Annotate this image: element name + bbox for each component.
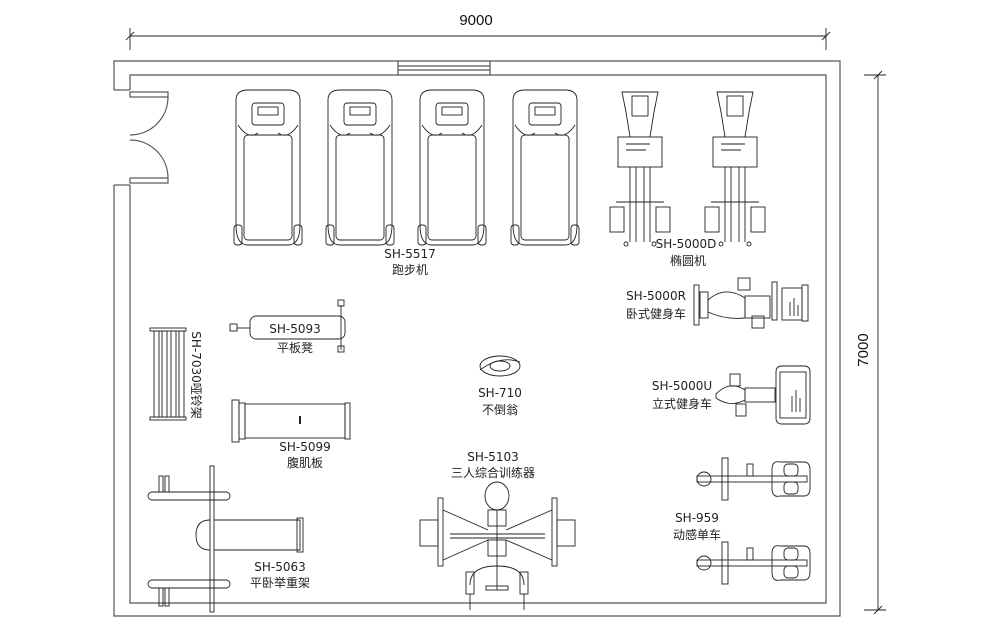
dumbbell-rack-label: SH-7030哑铃架 [189, 331, 204, 419]
spin-bike-model: SH-959 [675, 511, 719, 525]
tumbler: SH-710 不倒翁 [478, 355, 522, 417]
upright-bike-name: 立式健身车 [652, 396, 712, 411]
treadmill-model: SH-5517 [384, 247, 436, 261]
tumbler-name: 不倒翁 [482, 403, 518, 417]
bench-press-model: SH-5063 [254, 560, 306, 574]
spin-bike-name: 动感单车 [673, 527, 721, 542]
height-label: 7000 [855, 333, 872, 366]
elliptical-model: SH-5000D [656, 237, 717, 251]
multi-station-trainer: SH-5103 三人综合训练器 [419, 450, 576, 610]
spin-bike-group: SH-959 动感单车 [673, 457, 811, 585]
door [114, 89, 169, 186]
recumbent-bike: SH-5000R 卧式健身车 [626, 277, 809, 329]
ab-board-name: 腹肌板 [287, 456, 323, 470]
multi-station-model: SH-5103 [467, 450, 519, 464]
room-walls [113, 60, 841, 617]
upright-bike: SH-5000U 立式健身车 [652, 365, 811, 425]
upright-bike-model: SH-5000U [652, 379, 712, 393]
multi-station-name: 三人综合训练器 [451, 465, 535, 480]
treadmill-group: SH-5517 跑步机 [233, 89, 580, 277]
treadmill-name: 跑步机 [392, 263, 428, 277]
flat-bench-name: 平板凳 [277, 340, 313, 355]
recumbent-bike-name: 卧式健身车 [626, 306, 686, 321]
flat-bench: SH-5093 平板凳 [229, 299, 346, 355]
width-label: 9000 [459, 12, 492, 29]
bench-press-name: 平卧举重架 [250, 576, 310, 590]
bench-press-rack: SH-5063 平卧举重架 [147, 465, 310, 613]
elliptical-group: SH-5000D 椭圆机 [609, 91, 766, 268]
dimension-width: 9000 [125, 12, 831, 50]
ab-board-model: SH-5099 [279, 440, 331, 454]
dumbbell-rack: SH-7030哑铃架 [149, 327, 204, 421]
ab-board: SH-5099 腹肌板 [231, 399, 351, 470]
elliptical-name: 椭圆机 [670, 253, 706, 268]
dimension-height: 7000 [855, 70, 886, 615]
window [397, 60, 491, 76]
tumbler-model: SH-710 [478, 386, 522, 400]
recumbent-bike-model: SH-5000R [626, 289, 686, 303]
flat-bench-model: SH-5093 [269, 322, 321, 336]
